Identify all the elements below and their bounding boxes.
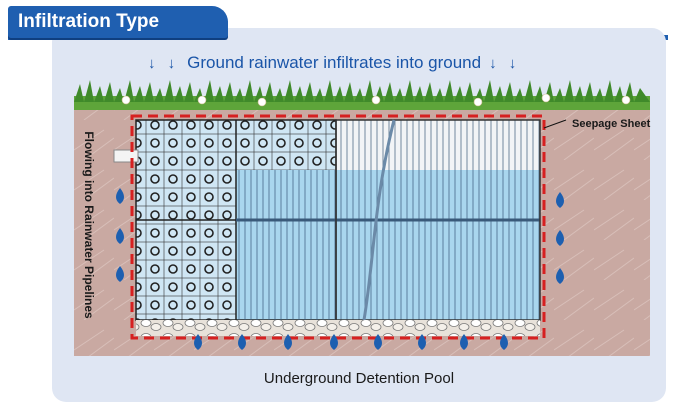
detention-pool-diagram (74, 80, 650, 356)
down-arrows-icon: ↓ ↓ (148, 54, 180, 72)
headline: ↓ ↓ Ground rainwater infiltrates into gr… (148, 52, 568, 74)
seepage-sheet (130, 114, 546, 340)
water-drop-icons (116, 188, 564, 350)
gravel-layer (136, 320, 540, 336)
seepage-sheet-label: Seepage Sheet (572, 118, 651, 130)
page-title: Infiltration Type (8, 6, 228, 38)
inlet-pipe (113, 149, 139, 163)
caption: Underground Detention Pool (263, 370, 455, 387)
grass (74, 80, 650, 110)
headline-text: Ground rainwater infiltrates into ground (187, 53, 482, 72)
down-arrows-icon: ↓ ↓ (489, 54, 521, 72)
flowing-label-text: Flowing into Rainwater Pipelines (82, 131, 96, 319)
storage-modules (135, 119, 541, 321)
